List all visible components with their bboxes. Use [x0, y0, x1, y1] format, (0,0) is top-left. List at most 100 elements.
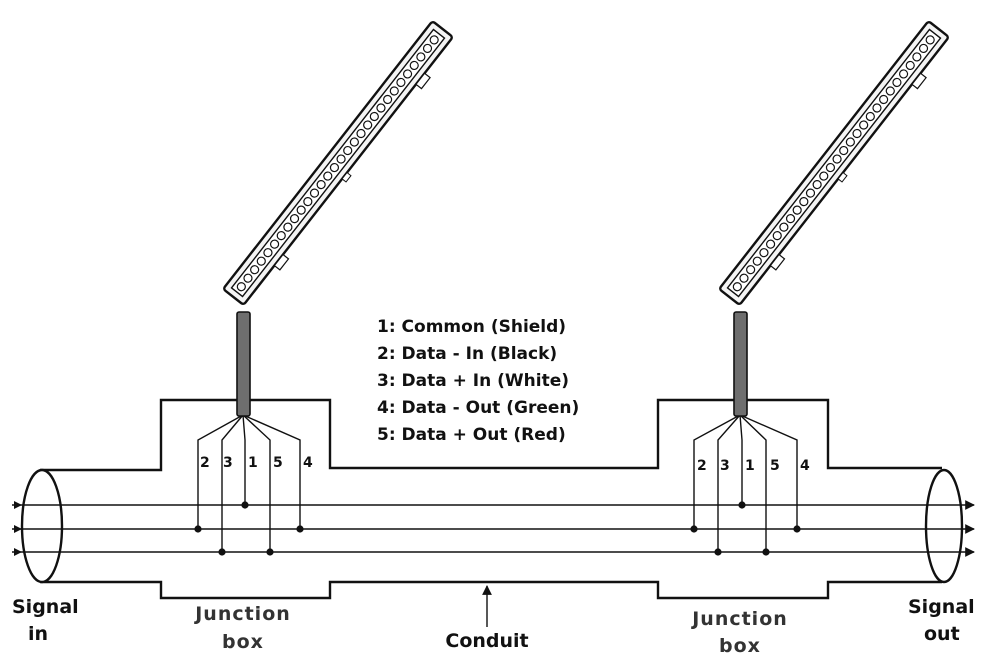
led-emitter	[356, 128, 366, 139]
legend-item: 5: Data + Out (Red)	[377, 425, 566, 445]
led-emitter	[839, 145, 849, 156]
led-emitter	[296, 205, 306, 215]
led-emitter	[779, 222, 789, 232]
wire-number: 2	[200, 455, 210, 471]
led-emitter	[329, 162, 340, 173]
wire-number: 3	[223, 455, 233, 471]
signal-out-label: Signal	[908, 596, 975, 618]
led-emitter	[785, 214, 796, 224]
led-emitter	[383, 94, 393, 105]
led-emitter	[236, 282, 246, 292]
led-emitter	[303, 197, 313, 207]
led-emitter	[256, 256, 266, 266]
led-emitter	[396, 77, 406, 88]
led-emitter	[369, 111, 379, 122]
legend-item: 3: Data + In (White)	[377, 371, 569, 391]
led-emitter	[389, 86, 399, 96]
led-emitter	[805, 188, 816, 198]
junction-wires-left	[197, 414, 301, 552]
signal-out-label: out	[924, 623, 960, 645]
led-emitter	[283, 222, 293, 232]
wire-number: 5	[273, 455, 283, 471]
led-emitter	[925, 35, 935, 45]
junction-dots-left	[194, 501, 304, 556]
led-emitter	[309, 188, 320, 198]
led-emitter	[402, 69, 413, 79]
junction-box-label: Junction	[690, 608, 788, 630]
led-emitter	[343, 145, 353, 156]
led-emitter	[819, 171, 829, 181]
led-emitter	[316, 179, 326, 190]
led-emitter	[865, 111, 875, 122]
led-emitter	[918, 43, 929, 54]
led-emitter	[276, 231, 286, 241]
wire-number: 2	[697, 458, 707, 474]
led-emitter	[759, 248, 769, 258]
wire-number: 3	[720, 458, 730, 474]
junction-dots-right	[690, 501, 801, 556]
conduit-outline	[40, 398, 942, 600]
conduit-label: Conduit	[445, 630, 528, 652]
led-bar-fixture-icon	[223, 21, 453, 305]
led-emitter	[765, 239, 776, 249]
led-emitter	[872, 103, 882, 113]
led-emitter	[912, 52, 922, 62]
led-emitter	[429, 35, 439, 45]
wire-number: 4	[303, 455, 313, 471]
led-emitter	[336, 154, 346, 164]
led-emitter	[832, 154, 842, 164]
wire-number: 5	[770, 458, 780, 474]
conduit-right-end	[924, 468, 964, 584]
signal-lines	[12, 500, 975, 557]
led-emitter	[772, 231, 782, 241]
led-emitter	[409, 60, 419, 71]
led-emitter	[746, 265, 756, 275]
signal-in-label: in	[28, 623, 48, 645]
wire-legend: 1: Common (Shield) 2: Data - In (Black) …	[377, 317, 579, 445]
wire-number: 4	[800, 458, 810, 474]
led-emitter	[243, 273, 253, 283]
junction-box-label: box	[719, 635, 761, 654]
led-emitter	[845, 137, 855, 147]
led-emitter	[416, 52, 426, 62]
led-emitter	[885, 86, 895, 96]
led-emitter	[422, 43, 433, 54]
legend-item: 1: Common (Shield)	[377, 317, 566, 337]
led-emitter	[905, 60, 915, 71]
led-emitter	[732, 282, 742, 292]
junction-wires-right	[693, 414, 798, 552]
led-emitter	[879, 94, 889, 105]
led-emitter	[752, 256, 762, 266]
wire-number: 1	[248, 455, 258, 471]
led-emitter	[323, 171, 333, 181]
wire-numbers-right: 2 3 1 5 4	[697, 458, 810, 474]
led-bar-fixture-icon	[719, 21, 949, 305]
wire-number: 1	[745, 458, 755, 474]
led-emitter	[739, 273, 749, 283]
led-emitter	[376, 103, 386, 113]
legend-item: 4: Data - Out (Green)	[377, 398, 579, 418]
led-emitter	[792, 205, 802, 215]
fixture-cable-left	[236, 311, 251, 417]
led-emitter	[812, 179, 822, 190]
led-emitter	[898, 69, 909, 79]
led-emitter	[799, 197, 809, 207]
junction-box-label: Junction	[193, 603, 291, 625]
wire-numbers-left: 2 3 1 5 4	[200, 455, 313, 471]
led-emitter	[250, 265, 260, 275]
junction-box-label: box	[222, 631, 264, 653]
signal-in-arrows	[14, 501, 22, 556]
led-emitter	[349, 137, 359, 147]
led-emitter	[859, 120, 869, 130]
signal-in-label: Signal	[12, 596, 79, 618]
led-emitter	[289, 214, 300, 224]
led-emitter	[263, 248, 273, 258]
fixture-cable-right	[733, 311, 748, 417]
led-emitter	[363, 120, 373, 130]
legend-item: 2: Data - In (Black)	[377, 344, 557, 364]
led-emitter	[269, 239, 280, 249]
conduit-left-end	[20, 468, 64, 584]
led-emitter	[852, 128, 862, 139]
led-emitter	[825, 162, 836, 173]
